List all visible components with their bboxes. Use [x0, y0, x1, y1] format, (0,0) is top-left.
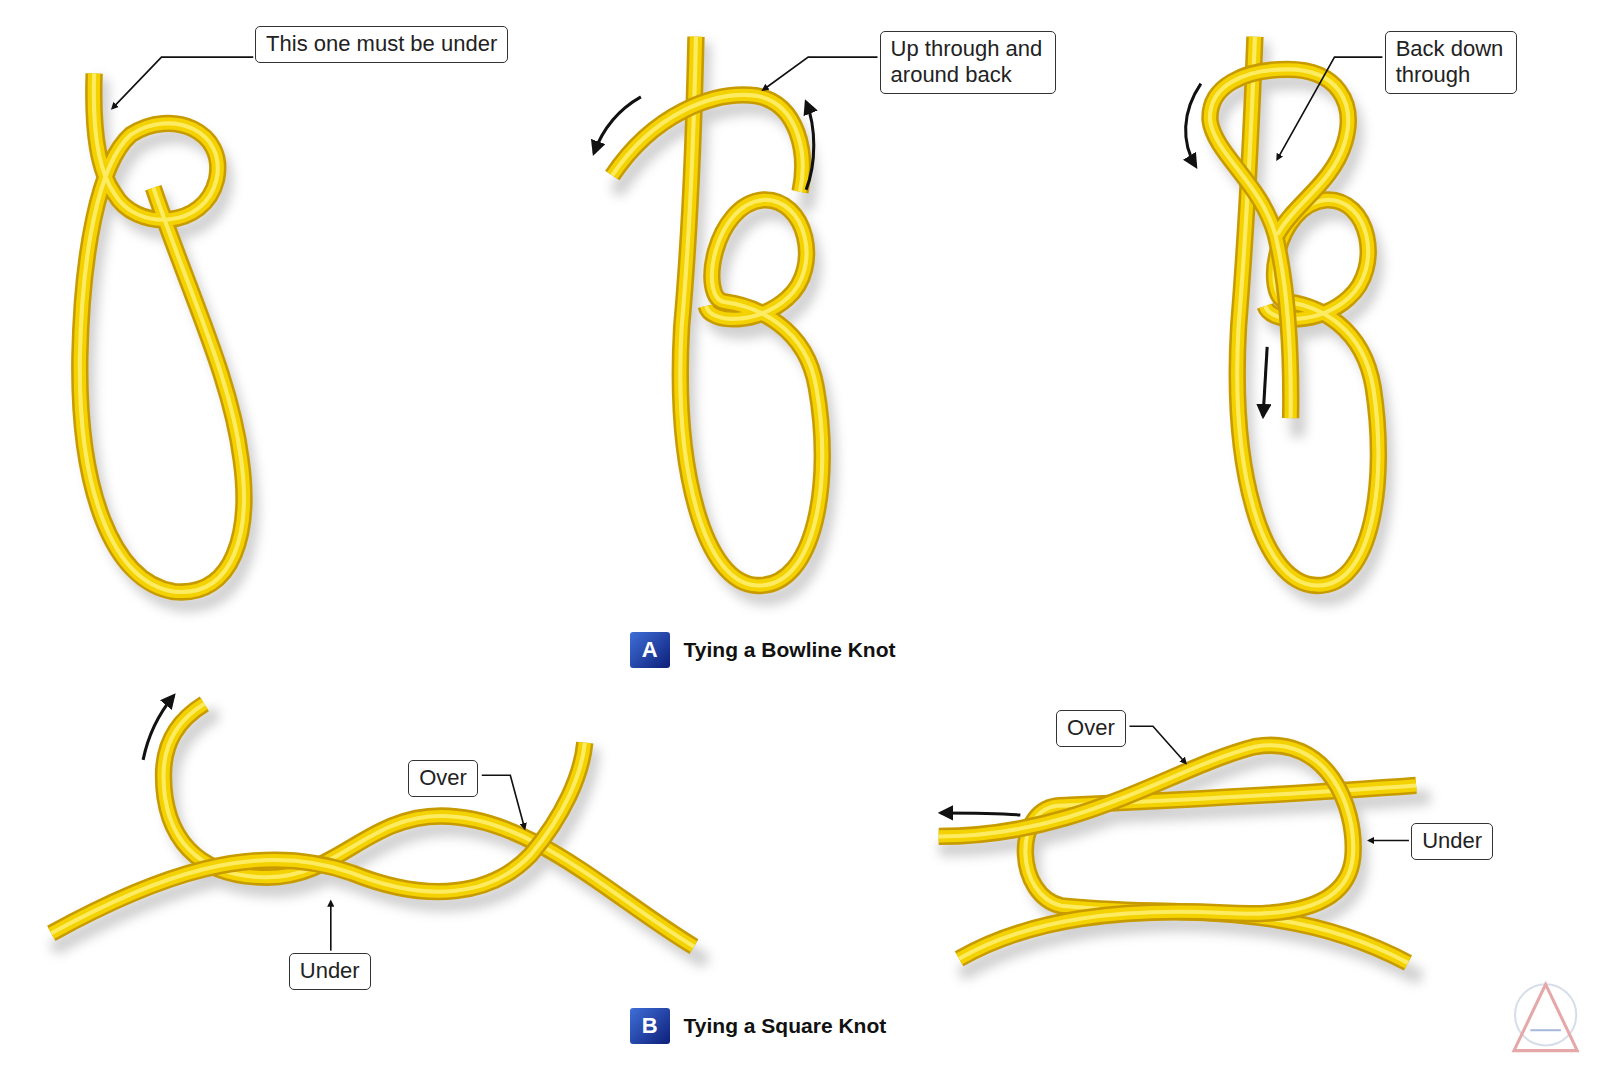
callout-text: Under — [1422, 828, 1482, 854]
caption-text: Tying a Bowline Knot — [684, 638, 896, 662]
callout-text: Up through and around back — [891, 36, 1045, 88]
callout-box: Back down through — [1385, 31, 1517, 94]
rope — [680, 37, 822, 586]
callout-box: This one must be under — [255, 26, 508, 63]
rope — [612, 95, 802, 192]
motion-arrow — [1263, 347, 1267, 416]
callout-box: Over — [1056, 710, 1126, 747]
leader-line — [113, 57, 254, 108]
rope — [164, 704, 694, 947]
figure-badge: B — [630, 1008, 670, 1044]
rope — [1210, 69, 1348, 418]
callout-text: Under — [300, 958, 360, 984]
leader-line — [1277, 57, 1382, 159]
leader-line — [1129, 726, 1185, 763]
motion-arrow — [143, 696, 174, 760]
watermark-logo — [1514, 984, 1577, 1050]
figure-caption: B Tying a Square Knot — [630, 1008, 887, 1044]
caption-text: Tying a Square Knot — [684, 1014, 887, 1038]
callout-box: Over — [408, 760, 478, 797]
rope — [51, 743, 584, 934]
rope-shadow — [58, 49, 1423, 975]
figure-caption: A Tying a Bowline Knot — [630, 632, 896, 668]
motion-arrow — [806, 102, 814, 190]
motion-arrow — [594, 97, 641, 153]
callout-text: Over — [419, 765, 467, 791]
figure-badge: A — [630, 632, 670, 668]
rope — [80, 73, 244, 592]
rope — [939, 745, 1353, 959]
motion-arrow — [1186, 84, 1201, 167]
callout-box: Under — [1411, 823, 1493, 860]
callout-text: Back down through — [1396, 36, 1506, 88]
leader-line — [330, 902, 332, 951]
callout-box: Under — [289, 953, 371, 990]
leader-line — [482, 775, 525, 828]
callout-text: Over — [1067, 715, 1115, 741]
rope — [1237, 37, 1378, 586]
leader-line — [1369, 840, 1409, 842]
callout-text: This one must be under — [266, 31, 497, 57]
callout-box: Up through and around back — [880, 31, 1056, 94]
motion-arrow — [941, 813, 1021, 815]
leader-line — [763, 57, 877, 90]
